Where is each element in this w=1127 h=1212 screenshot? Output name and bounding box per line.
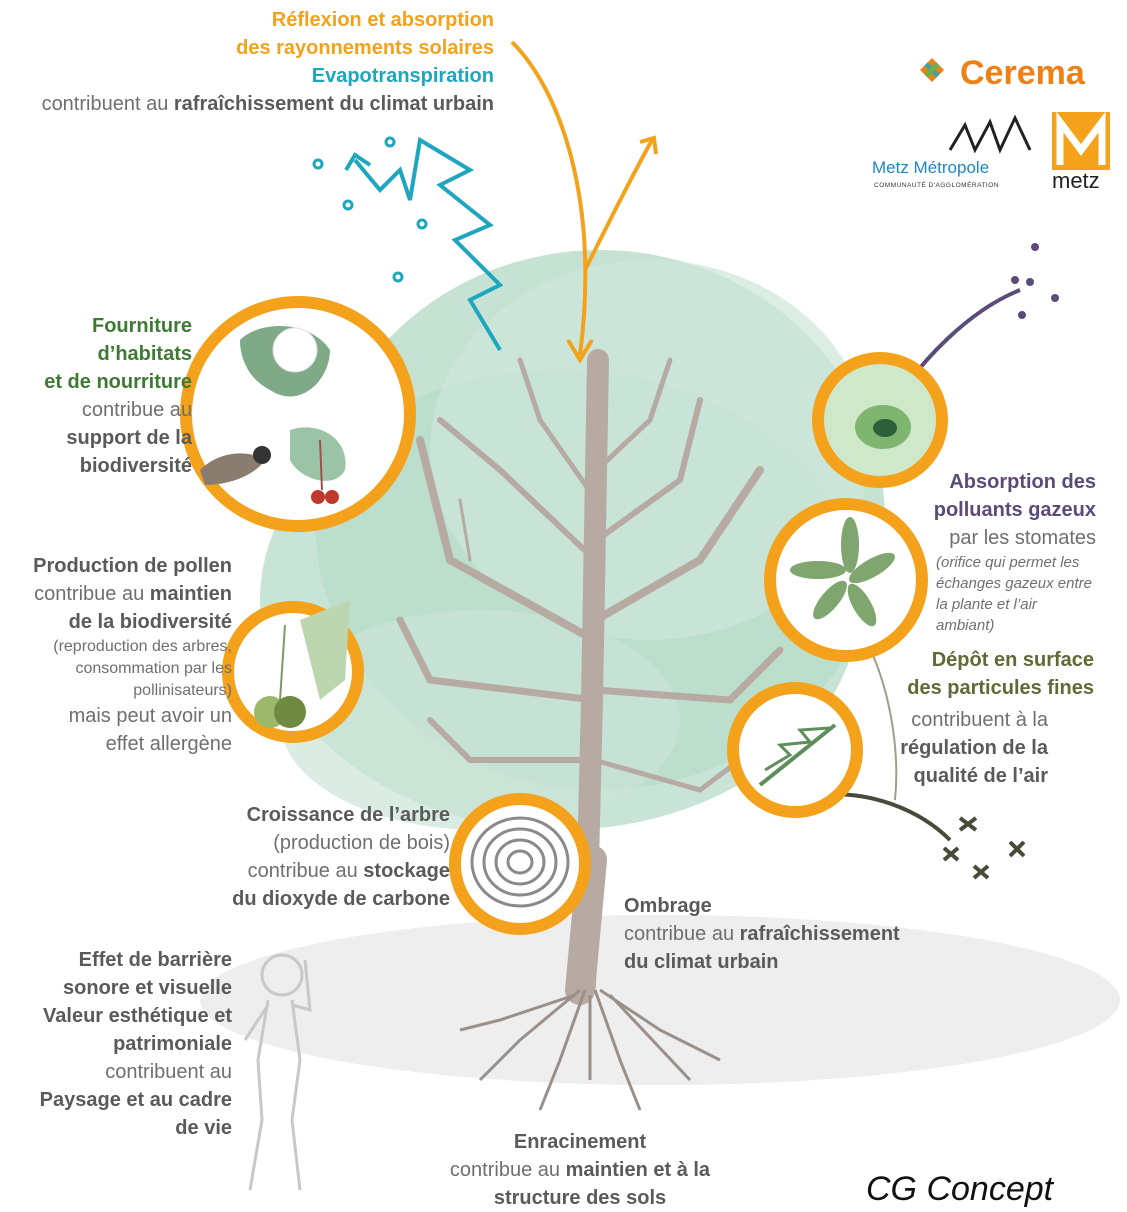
ombrage-line1: Ombrage <box>624 895 712 917</box>
croissance-line3-bold: stockage <box>363 860 450 882</box>
metz-metropole-logo-text: Metz Métropole <box>872 158 990 177</box>
enracinement-line3: structure des sols <box>493 1187 667 1209</box>
habitats-line6: biodiversité <box>79 455 192 477</box>
ombrage-line2-bold: rafraîchissement <box>739 923 900 945</box>
habitats-line2: d’habitats <box>97 343 192 365</box>
top-line4-prefix: contribuent au <box>41 93 174 115</box>
absorption-line3: par les stomates <box>949 527 1096 549</box>
barriere-line4: patrimoniale <box>113 1033 232 1055</box>
tree-trunk <box>396 349 784 1005</box>
barriere-line6: Paysage et au cadre <box>39 1089 232 1111</box>
absorption-line6: la plante et l’air <box>936 596 1037 613</box>
enracinement-line2-bold: maintien et à la <box>565 1159 711 1181</box>
habitats-line4: contribue au <box>81 399 192 421</box>
absorption-line1: Absorption des <box>949 471 1096 493</box>
croissance-text-block: Croissance de l’arbre (production de boi… <box>200 801 450 913</box>
absorption-line7: ambiant) <box>936 617 995 634</box>
pollutant-dots <box>1011 243 1059 319</box>
barriere-text-block: Effet de barrière sonore et visuelle Val… <box>10 946 232 1142</box>
croissance-line1: Croissance de l’arbre <box>246 804 450 826</box>
sun-ray-arrow <box>510 40 588 356</box>
metz-metropole-logo-subtext: COMMUNAUTÉ D'AGGLOMÉRATION <box>874 182 999 189</box>
ombrage-line2-prefix: contribue au <box>624 923 740 945</box>
enracinement-line2: contribue au maintien et à la <box>420 1156 740 1184</box>
pollen-line2-bold: maintien <box>149 583 232 605</box>
enracinement-text-block: Enracinement contribue au maintien et à … <box>420 1128 740 1212</box>
top-text-block: Réflexion et absorption des rayonnements… <box>20 6 494 118</box>
top-line1: Réflexion et absorption <box>271 9 494 31</box>
habitats-line1: Fourniture <box>92 315 192 337</box>
pollen-line1: Production de pollen <box>33 555 232 577</box>
barriere-line2: sonore et visuelle <box>63 977 232 999</box>
barriere-line1: Effet de barrière <box>78 949 232 971</box>
pollen-line8: effet allergène <box>105 733 232 755</box>
depot-sub-block: contribuent à la régulation de la qualit… <box>880 706 1048 790</box>
ground-shadow <box>200 915 1120 1085</box>
pollen-line4: (reproduction des arbres, <box>53 638 232 655</box>
credit-text: CG Concept <box>866 1170 1054 1208</box>
particles <box>942 816 1026 880</box>
growth-rings-circle <box>449 793 591 935</box>
chestnut-leaf-circle <box>764 498 928 662</box>
top-line2: des rayonnements solaires <box>236 37 494 59</box>
top-line4: contribuent au rafraîchissement du clima… <box>20 90 494 118</box>
depot-text-block: Dépôt en surface des particules fines <box>880 646 1094 702</box>
depot-line5: qualité de l’air <box>913 765 1048 787</box>
habitats-line3: et de nourriture <box>44 371 192 393</box>
depot-line3: contribuent à la <box>911 709 1048 731</box>
absorption-text-block: Absorption des polluants gazeux par les … <box>880 468 1096 552</box>
tree-canopy <box>260 250 885 830</box>
person-silhouette <box>243 953 312 1191</box>
conifer-circle <box>727 682 863 818</box>
water-drops <box>312 136 428 283</box>
evapotranspiration-arrow <box>353 136 504 352</box>
absorption-line4: (orifice qui permet les <box>936 554 1080 571</box>
absorption-line5: échanges gazeux entre <box>936 575 1092 592</box>
pollen-circle <box>222 600 364 743</box>
croissance-line3: contribue au stockage <box>200 857 450 885</box>
cerema-logo-text: Cerema <box>960 54 1085 92</box>
croissance-line3-prefix: contribue au <box>247 860 364 882</box>
pollen-line7: mais peut avoir un <box>68 705 232 727</box>
stomata-circle <box>812 352 948 488</box>
enracinement-line1: Enracinement <box>513 1131 647 1153</box>
pollen-text-block: Production de pollen contribue au mainti… <box>10 552 232 758</box>
top-line3: Evapotranspiration <box>311 65 494 87</box>
habitat-circle <box>180 296 416 532</box>
ombrage-line2: contribue au rafraîchissement <box>624 920 924 948</box>
habitats-line5: support de la <box>66 427 192 449</box>
pollen-line5: consommation par les <box>75 660 232 677</box>
cerema-logo-mark <box>920 58 944 82</box>
absorption-note-block: (orifice qui permet les échanges gazeux … <box>936 552 1126 636</box>
pollen-line2-prefix: contribue au <box>34 583 150 605</box>
absorption-line2: polluants gazeux <box>933 499 1096 521</box>
ombrage-text-block: Ombrage contribue au rafraîchissement du… <box>624 892 924 976</box>
pollen-line3: de la biodiversité <box>68 611 232 633</box>
barriere-line3: Valeur esthétique et <box>43 1005 232 1027</box>
barriere-line5: contribuent au <box>105 1061 232 1083</box>
depot-line2: des particules fines <box>907 677 1094 699</box>
barriere-line7: de vie <box>175 1117 232 1139</box>
pollen-line6: pollinisateurs) <box>133 682 232 699</box>
habitats-text-block: Fourniture d’habitats et de nourriture c… <box>10 312 192 480</box>
croissance-line2: (production de bois) <box>273 832 450 854</box>
tree-roots <box>459 988 721 1111</box>
croissance-line4: du dioxyde de carbone <box>232 888 450 910</box>
depot-line1: Dépôt en surface <box>931 649 1094 671</box>
reflected-ray-arrow <box>583 139 654 271</box>
top-line4-bold: rafraîchissement du climat urbain <box>173 93 494 115</box>
ombrage-line3: du climat urbain <box>624 951 779 973</box>
depot-line4: régulation de la <box>900 737 1048 759</box>
metz-logo-mark <box>1052 111 1110 170</box>
metz-metropole-logo-mark <box>948 114 1032 154</box>
metz-logo-text: metz <box>1052 168 1100 193</box>
pollen-line2: contribue au maintien <box>10 580 232 608</box>
enracinement-line2-prefix: contribue au <box>449 1159 566 1181</box>
